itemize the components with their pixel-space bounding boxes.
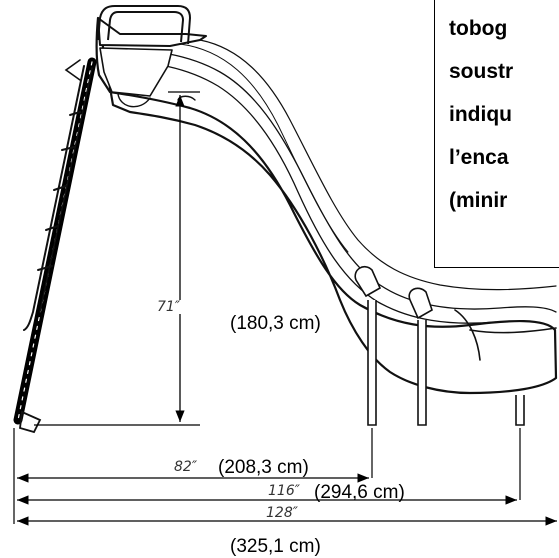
ladder-rail-outer [23,65,85,331]
height-cm-label: (180,3 cm) [230,313,321,334]
ladder [13,57,97,434]
callout-line-4: l’enca [449,146,509,169]
slide-body [95,16,558,395]
slide-exit-lip [454,309,557,361]
support-leg-3 [515,395,525,426]
depth-82-inch-label: 82″ [174,459,198,475]
slide-outline [95,16,558,395]
dimension-lines [13,91,557,526]
height-inch-label: 71″ [156,299,182,315]
depth-82-cm-label: (208,3 cm) [218,457,309,478]
callout-line-3: indiqu [449,103,512,126]
chute-lip-line-2 [179,43,349,253]
depth-116-inch-label: 116″ [268,483,300,499]
callout-line-5: (minir [449,189,508,212]
callout-line-2: soustr [449,60,514,83]
support-leg-1 [367,300,377,426]
platform-lower [99,47,173,97]
total-128-inch-label: 128″ [264,505,300,521]
chute-lip-line [199,39,557,291]
support-legs [354,265,525,426]
handrail [97,5,192,45]
callout-box: tobog soustr indiqu l’enca (minir [434,0,559,268]
callout-line-1: tobog [449,17,508,40]
chute-inner-line-2 [111,61,497,324]
depth-116-cm-label: (294,6 cm) [314,482,405,503]
support-leg-2 [417,320,427,426]
total-128-cm-label: (325,1 cm) [230,536,321,557]
slide-top-platform [97,17,207,47]
